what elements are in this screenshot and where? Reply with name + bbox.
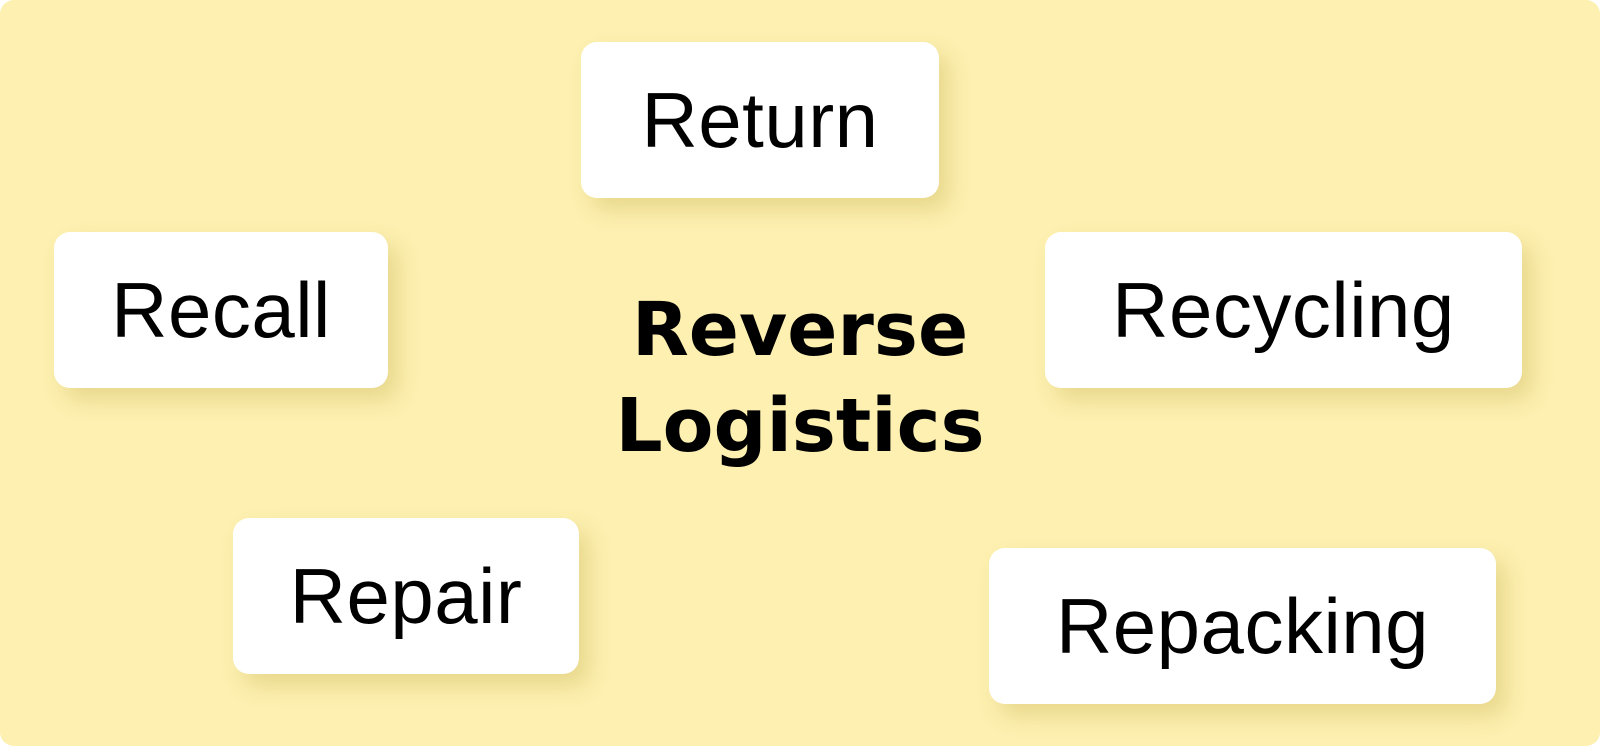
node-return: Return [581, 42, 939, 198]
node-recall: Recall [54, 232, 388, 388]
center-title-line-1: Reverse [631, 287, 969, 373]
node-repacking: Repacking [989, 548, 1496, 704]
center-title-line-2: Logistics [615, 383, 985, 469]
node-recycling: Recycling [1045, 232, 1522, 388]
center-title: Reverse Logistics [560, 282, 1040, 474]
node-repair: Repair [233, 518, 579, 674]
